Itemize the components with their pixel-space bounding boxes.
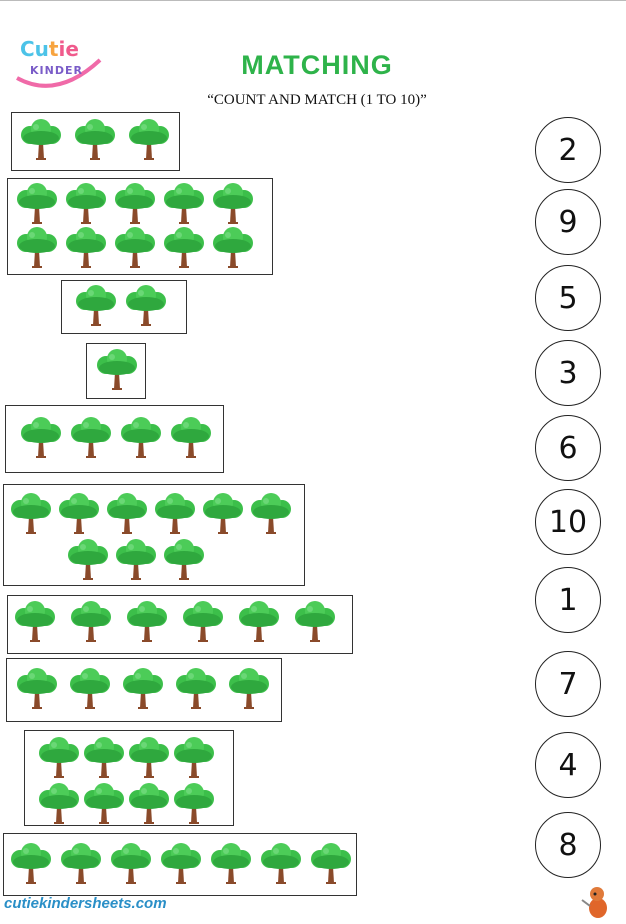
tree-icon <box>161 226 207 270</box>
number-circle-5[interactable]: 5 <box>535 265 601 331</box>
number-circle-3[interactable]: 3 <box>535 340 601 406</box>
number-circle-9[interactable]: 9 <box>535 189 601 255</box>
tree-icon <box>171 782 217 826</box>
tree-icon <box>113 538 159 582</box>
website-footer: cutiekindersheets.com <box>4 895 167 912</box>
number-circle-2[interactable]: 2 <box>535 117 601 183</box>
tree-group-7[interactable] <box>7 595 353 654</box>
tree-icon <box>63 182 109 226</box>
number-circle-7[interactable]: 7 <box>535 651 601 717</box>
tree-icon <box>226 667 272 711</box>
tree-icon <box>36 782 82 826</box>
page-title: MATCHING <box>241 50 393 80</box>
tree-icon <box>12 600 58 644</box>
tree-icon <box>14 226 60 270</box>
tree-icon <box>8 842 54 886</box>
tree-icon <box>208 842 254 886</box>
tree-icon <box>18 118 64 162</box>
tree-icon <box>126 782 172 826</box>
tree-icon <box>210 226 256 270</box>
tree-group-9[interactable] <box>24 730 234 826</box>
tree-icon <box>14 182 60 226</box>
tree-icon <box>120 667 166 711</box>
tree-icon <box>81 736 127 780</box>
tree-icon <box>126 736 172 780</box>
tree-icon <box>248 492 294 536</box>
number-circle-1[interactable]: 1 <box>535 567 601 633</box>
tree-icon <box>81 782 127 826</box>
tree-group-6[interactable] <box>3 484 305 586</box>
tree-icon <box>126 118 172 162</box>
tree-icon <box>8 492 54 536</box>
tree-icon <box>58 842 104 886</box>
tree-icon <box>104 492 150 536</box>
tree-icon <box>124 600 170 644</box>
tree-icon <box>68 416 114 460</box>
tree-icon <box>65 538 111 582</box>
tree-group-4[interactable] <box>86 343 146 399</box>
tree-icon <box>112 226 158 270</box>
tree-icon <box>68 600 114 644</box>
number-circle-4[interactable]: 4 <box>535 732 601 798</box>
tree-group-5[interactable] <box>5 405 224 473</box>
tree-icon <box>108 842 154 886</box>
number-circle-10[interactable]: 10 <box>535 489 601 555</box>
tree-icon <box>123 284 169 328</box>
tree-icon <box>14 667 60 711</box>
tree-group-2[interactable] <box>7 178 273 275</box>
tree-icon <box>168 416 214 460</box>
tree-group-10[interactable] <box>3 833 357 896</box>
cutie-kinder-logo: Cutie KINDER <box>16 37 102 88</box>
tree-icon <box>36 736 82 780</box>
tree-group-8[interactable] <box>6 658 282 722</box>
tree-icon <box>200 492 246 536</box>
tree-icon <box>67 667 113 711</box>
tree-icon <box>171 736 217 780</box>
tree-group-3[interactable] <box>61 280 187 334</box>
tree-icon <box>258 842 304 886</box>
tree-icon <box>210 182 256 226</box>
page-subtitle: “COUNT AND MATCH (1 TO 10)” <box>207 92 427 108</box>
tree-icon <box>72 118 118 162</box>
tree-icon <box>236 600 282 644</box>
tree-icon <box>161 182 207 226</box>
tree-icon <box>112 182 158 226</box>
tree-icon <box>18 416 64 460</box>
tree-icon <box>308 842 354 886</box>
top-border <box>0 0 626 1</box>
tree-icon <box>118 416 164 460</box>
number-circle-6[interactable]: 6 <box>535 415 601 481</box>
tree-icon <box>56 492 102 536</box>
tree-icon <box>161 538 207 582</box>
tree-icon <box>73 284 119 328</box>
svg-text:Cutie: Cutie <box>20 37 79 61</box>
tree-icon <box>173 667 219 711</box>
tree-icon <box>63 226 109 270</box>
tree-icon <box>152 492 198 536</box>
tree-icon <box>180 600 226 644</box>
tree-icon <box>158 842 204 886</box>
number-circle-8[interactable]: 8 <box>535 812 601 878</box>
tree-icon <box>292 600 338 644</box>
tree-icon <box>94 348 140 392</box>
squirrel-mascot-icon <box>581 887 607 918</box>
svg-text:KINDER: KINDER <box>30 64 83 77</box>
tree-group-1[interactable] <box>11 112 180 171</box>
